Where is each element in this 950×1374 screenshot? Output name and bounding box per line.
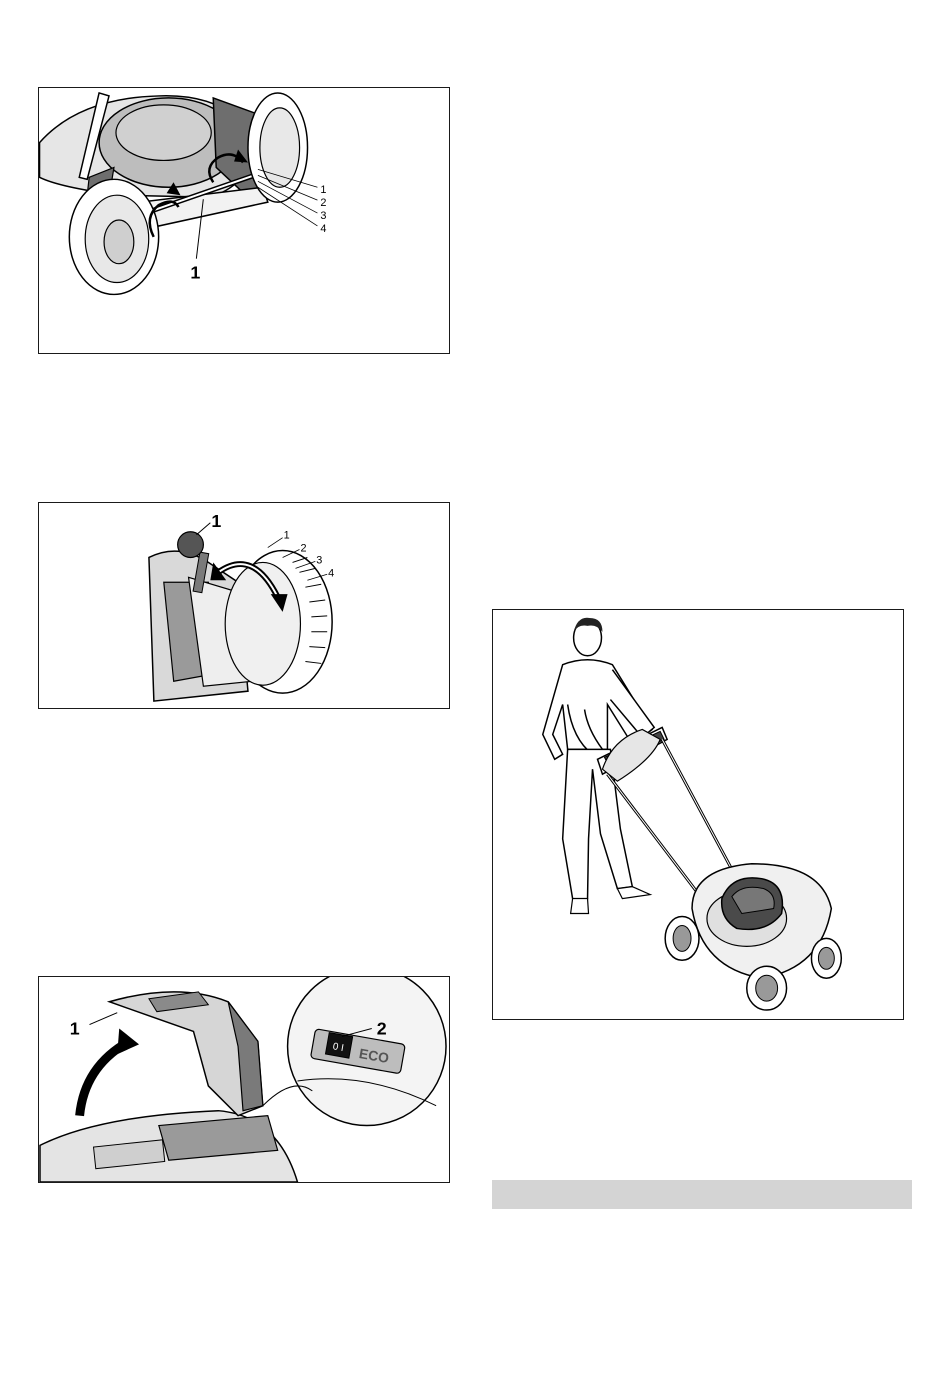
- section-heading-bar: [492, 1180, 912, 1209]
- callout-label: 1: [284, 530, 290, 542]
- figure-battery-compartment: 0 I ECO 1 2: [38, 976, 450, 1183]
- callout-label: 1: [190, 263, 200, 283]
- illustration-operator-mower: [493, 610, 903, 1019]
- callout-label: 2: [320, 197, 326, 209]
- callout-label: 3: [316, 554, 322, 566]
- figure-operator-mowing: [492, 609, 904, 1020]
- callout-label: 2: [300, 543, 306, 555]
- callout-label: 2: [377, 1018, 387, 1038]
- figure-height-adjust-rear: 1 1 2 3 4: [38, 87, 450, 354]
- illustration-wheel-lever: 1 1 2 3 4: [39, 503, 449, 708]
- illustration-mower-rear: 1 1 2 3 4: [39, 88, 449, 353]
- illustration-battery-lid: 0 I ECO 1 2: [39, 977, 449, 1182]
- callout-label: 4: [320, 223, 326, 235]
- callout-label: 1: [70, 1018, 80, 1038]
- callout-label: 1: [320, 184, 326, 196]
- switch-label: 0 I: [332, 1041, 345, 1054]
- callout-label: 3: [320, 210, 326, 222]
- callout-label: 4: [328, 567, 334, 579]
- figure-wheel-height-lever: 1 1 2 3 4: [38, 502, 450, 709]
- callout-label: 1: [211, 511, 221, 531]
